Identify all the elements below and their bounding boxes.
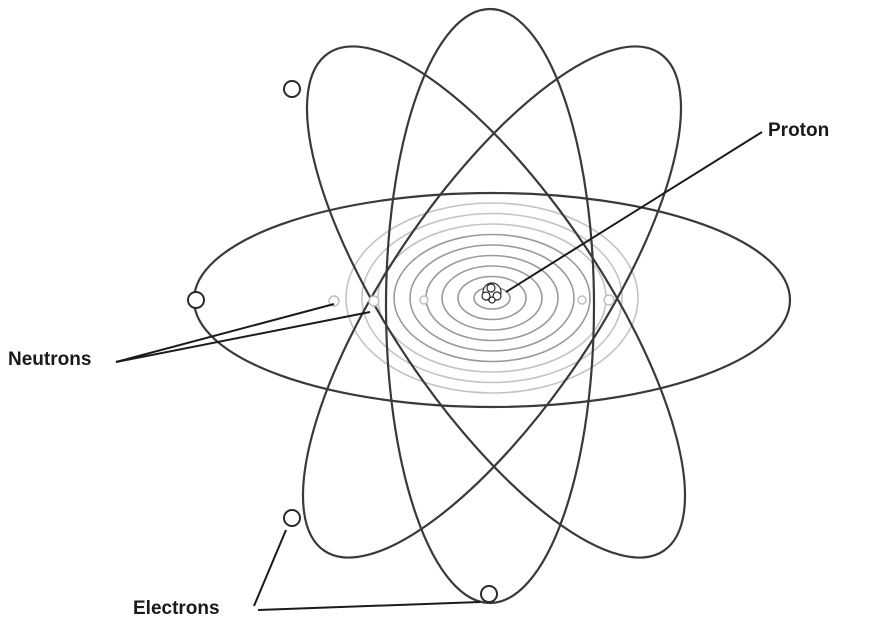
neutron	[604, 295, 614, 305]
electrons-leader-line	[258, 602, 480, 610]
electrons-label: Electrons	[133, 599, 220, 618]
neutrons	[329, 295, 614, 306]
electron	[284, 81, 300, 97]
electron	[188, 292, 204, 308]
proton	[482, 283, 501, 303]
electrons-leader-line	[254, 530, 286, 606]
electron	[284, 510, 300, 526]
electron	[481, 586, 497, 602]
neutrons-label: Neutrons	[8, 350, 91, 369]
neutrons-leader-line	[116, 304, 334, 362]
neutron	[420, 296, 428, 304]
leader-lines	[116, 132, 762, 610]
orbit-tilted-left	[241, 0, 751, 609]
neutron	[369, 296, 379, 306]
electrons	[188, 81, 497, 602]
orbit-tilted-right	[237, 0, 747, 609]
neutron	[578, 296, 586, 304]
proton-label: Proton	[768, 121, 829, 140]
neutrons-leader-line	[116, 312, 370, 362]
orbit-vertical	[386, 9, 594, 603]
